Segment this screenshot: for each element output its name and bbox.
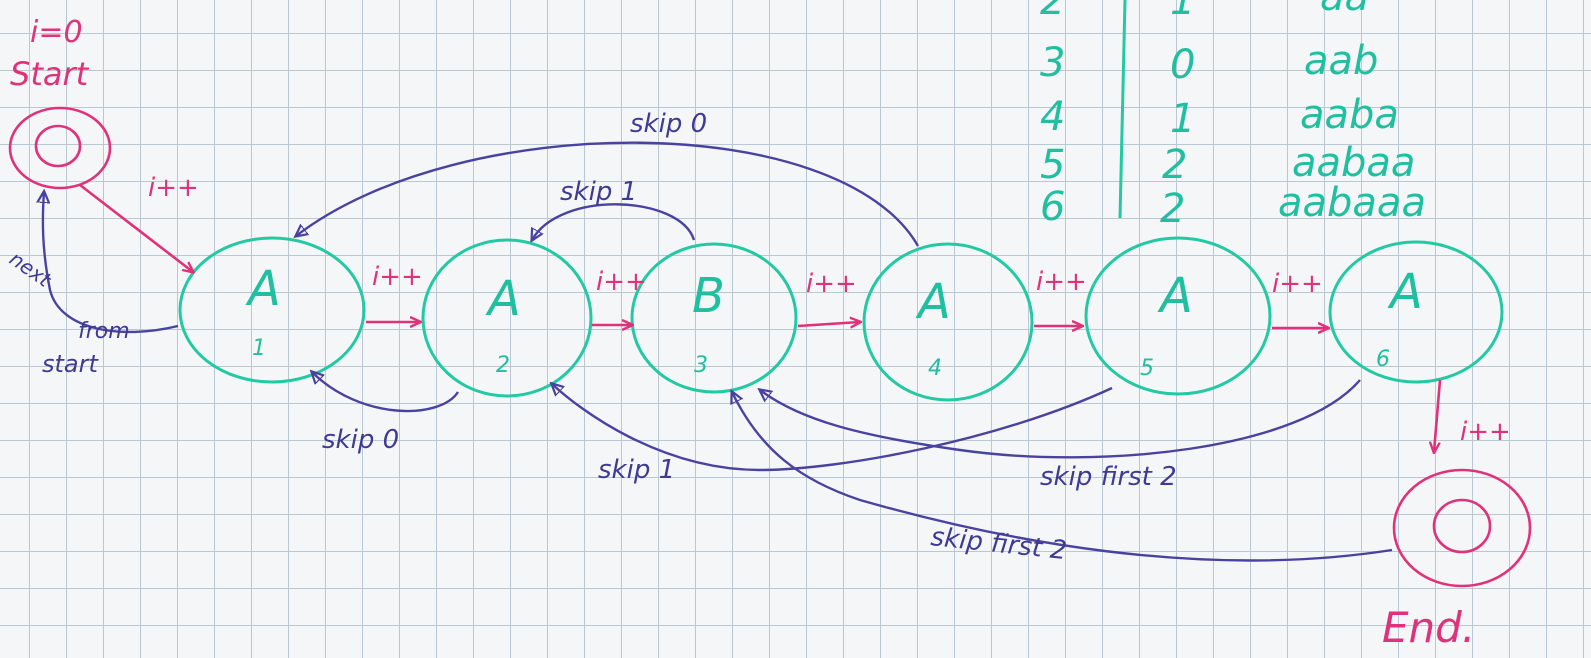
state-4-letter: A	[915, 274, 951, 330]
table-row: 3 0 aab	[1040, 38, 1378, 88]
arrow-5-to-2	[552, 384, 1113, 472]
label-5-to-6: i++	[1272, 269, 1323, 299]
label-1-to-start-line2: from	[78, 319, 130, 344]
state-3-letter: B	[692, 268, 725, 324]
arrow-end-to-3	[732, 392, 1393, 562]
state-6-letter: A	[1387, 264, 1423, 320]
state-4-number: 4	[928, 356, 942, 381]
table-row-prefix: aab	[1304, 38, 1378, 84]
end-label: End.	[1382, 603, 1475, 652]
arrow-2-to-1	[312, 372, 460, 413]
state-3-number: 3	[694, 353, 708, 378]
state-2: A 2	[421, 238, 593, 398]
label-1-to-start-line3: start	[42, 350, 99, 378]
table-row-prefix: aa	[1320, 0, 1369, 20]
arrow-3-to-4	[797, 322, 860, 326]
forward-transitions: i++ i++ i++ i++ i++ i++ i++	[79, 173, 1511, 452]
state-2-letter: A	[485, 271, 521, 327]
label-end-to-3: skip first 2	[929, 522, 1068, 566]
prefix-table: 2 1 aa 3 0 aab 4 1 aaba 5 2 aabaa 6 2 aa…	[1040, 0, 1426, 232]
state-3: B 3	[630, 242, 798, 394]
table-row: 5 2 aabaa	[1040, 140, 1415, 188]
table-row-prefix: aabaa	[1292, 140, 1415, 186]
table-row-value: 1	[1170, 96, 1195, 142]
table-row-value: 2	[1162, 142, 1187, 188]
state-2-number: 2	[496, 353, 510, 378]
arrow-4-to-1	[296, 141, 920, 247]
table-row-prefix: aaba	[1300, 92, 1399, 138]
label-2-to-1: skip 0	[322, 425, 399, 455]
state-6-number: 6	[1376, 347, 1390, 372]
label-6-to-end: i++	[1460, 417, 1511, 447]
table-row-value: 0	[1170, 42, 1195, 88]
table-row-value: 1	[1170, 0, 1195, 24]
label-2-to-3: i++	[596, 267, 647, 297]
start-counter: i=0	[30, 15, 83, 50]
start-node: i=0 Start	[8, 15, 112, 190]
state-5-letter: A	[1157, 268, 1193, 324]
table-row: 4 1 aaba	[1040, 92, 1399, 142]
label-1-to-2: i++	[372, 262, 423, 292]
table-row-index: 6	[1040, 184, 1065, 230]
label-3-to-2: skip 1	[560, 177, 637, 207]
state-1-number: 1	[252, 336, 266, 361]
state-4: A 4	[862, 242, 1034, 402]
label-4-to-5: i++	[1036, 267, 1087, 297]
arrow-6-to-end	[1434, 379, 1442, 452]
state-5-number: 5	[1140, 356, 1154, 381]
table-row-index: 2	[1040, 0, 1065, 24]
label-5-to-2: skip 1	[598, 455, 675, 485]
start-label: Start	[10, 55, 90, 93]
table-row: 2 1 aa	[1040, 0, 1369, 24]
arrow-start-to-1	[79, 183, 193, 272]
end-node: End.	[1382, 468, 1532, 652]
state-1: A 1	[178, 236, 366, 384]
table-row-value: 2	[1160, 186, 1185, 232]
label-4-to-1: skip 0	[630, 109, 707, 139]
table-row-prefix: aabaaa	[1278, 180, 1426, 226]
arrow-1-to-start	[43, 192, 179, 334]
label-start-to-1: i++	[148, 173, 199, 203]
state-5: A 5	[1084, 236, 1272, 396]
table-row-index: 4	[1040, 94, 1065, 140]
table-row: 6 2 aabaaa	[1040, 180, 1426, 232]
arrow-3-to-2	[532, 203, 696, 240]
state-1-letter: A	[245, 261, 281, 317]
table-row-index: 3	[1040, 40, 1065, 86]
table-row-index: 5	[1040, 142, 1065, 188]
label-3-to-4: i++	[806, 269, 857, 299]
arrow-6-to-3	[760, 379, 1361, 459]
state-6: A 6	[1328, 240, 1504, 384]
label-6-to-3: skip first 2	[1040, 462, 1177, 492]
